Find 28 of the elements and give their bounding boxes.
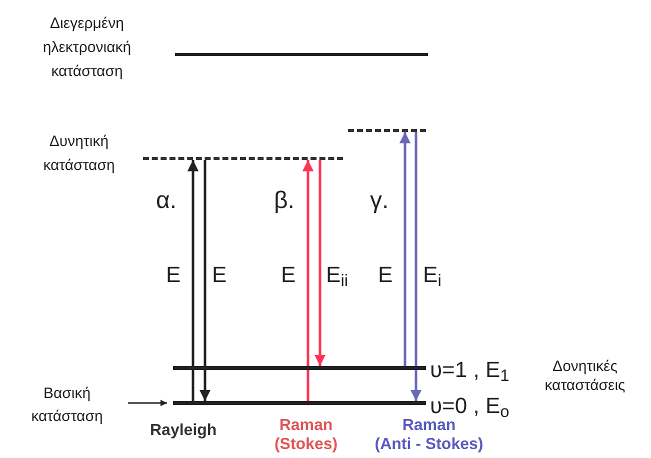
edge-label: E bbox=[166, 264, 181, 286]
text-label: Raman bbox=[278, 416, 334, 436]
arrow bbox=[187, 160, 199, 401]
arrow bbox=[399, 132, 411, 366]
level-label: Δυνητική κατάσταση bbox=[42, 132, 116, 176]
arrow bbox=[314, 160, 326, 366]
virtual-level-line bbox=[143, 157, 343, 160]
text-label: β. bbox=[274, 186, 296, 216]
virtual-level-line bbox=[348, 129, 426, 132]
edge-label: E bbox=[378, 264, 393, 286]
text-label: γ. bbox=[370, 186, 390, 216]
text-label: Rayleigh bbox=[150, 421, 218, 441]
edge-label: E$_{ii}$ bbox=[326, 264, 348, 286]
edge-label: E bbox=[212, 264, 227, 286]
text-label: (Anti - Stokes) bbox=[374, 435, 484, 455]
text-label: (Stokes) bbox=[273, 435, 339, 455]
level-label: Διεγερμένη ηλεκτρονιακή κατάσταση bbox=[42, 14, 132, 82]
text-label: α. bbox=[156, 186, 178, 216]
text-label: Δονητικές καταστάσεις bbox=[544, 358, 626, 396]
arrow bbox=[199, 160, 211, 401]
arrow bbox=[128, 400, 167, 406]
edge-label: E$_{i}$ bbox=[423, 264, 442, 286]
edge-label: E bbox=[281, 264, 296, 286]
arrow bbox=[410, 132, 422, 401]
level-label: υ=1 , E$_{1}$ bbox=[430, 356, 510, 388]
energy-level-line bbox=[175, 53, 428, 56]
arrow bbox=[302, 160, 314, 401]
state-label: Βασική κατάσταση bbox=[6, 382, 128, 428]
